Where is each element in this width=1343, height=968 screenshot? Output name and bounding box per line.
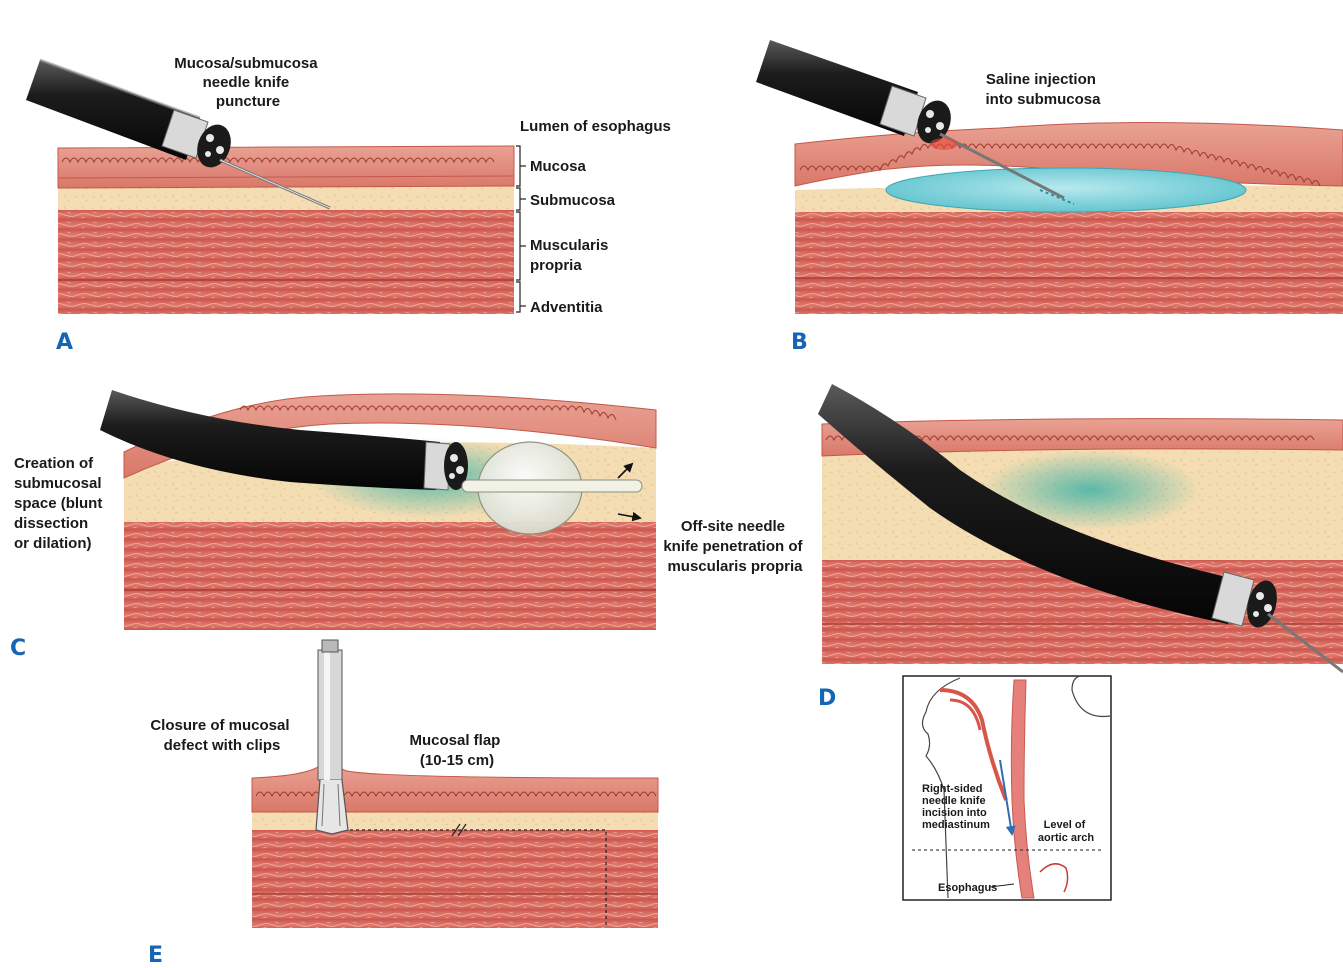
panel-b-tissue [795,122,1343,314]
panel-c: Creation of submucosal space (blunt diss… [10,390,807,661]
panel-a: Mucosa/submucosa needle knife puncture L… [26,55,671,355]
clip-device [316,640,348,834]
puncture-label: Mucosa/submucosa needle knife puncture [174,55,322,110]
incision-label: Right-sided needle knife incision into m… [922,783,990,831]
lumen-label: Lumen of esophagus [520,118,671,135]
aortic-arch-label: Level of aortic arch [1038,819,1095,844]
saline-bleb [886,168,1246,212]
layer-brackets [516,146,526,312]
submucosa-label: Submucosa [530,192,616,209]
panel-letter-a: A [56,330,73,355]
panel-letter-b: B [791,330,808,355]
esophagus-label: Esophagus [938,882,997,894]
aortic-arch-inset: Right-sided needle knife incision into m… [903,676,1111,900]
mucosa-label: Mucosa [530,158,587,175]
flap-label: Mucosal flap (10-15 cm) [409,732,504,769]
panel-letter-e: E [148,943,163,968]
panel-e-tissue [252,764,658,928]
closed-mucosa [252,764,658,812]
adventitia-label: Adventitia [530,299,603,316]
panel-a-tissue [58,146,514,314]
injection-label: Saline injection into submucosa [985,71,1101,108]
muscularis-layer [58,210,514,280]
adventitia-layer [58,280,514,314]
panel-e: Closure of mucosal defect with clips Muc… [148,640,658,968]
offsite-label: Off-site needle knife penetration of mus… [663,518,806,575]
creation-label: Creation of submucosal space (blunt diss… [14,455,107,552]
panel-d: D Right-sided needle knife incision into… [818,384,1343,900]
panel-letter-c: C [10,636,26,661]
mucosa-layer [58,146,514,188]
closure-label: Closure of mucosal defect with clips [150,717,293,754]
panel-letter-d: D [818,686,836,711]
panel-b: Saline injection into submucosa B [756,40,1343,355]
muscularis-label: Muscularis propria [530,237,613,274]
